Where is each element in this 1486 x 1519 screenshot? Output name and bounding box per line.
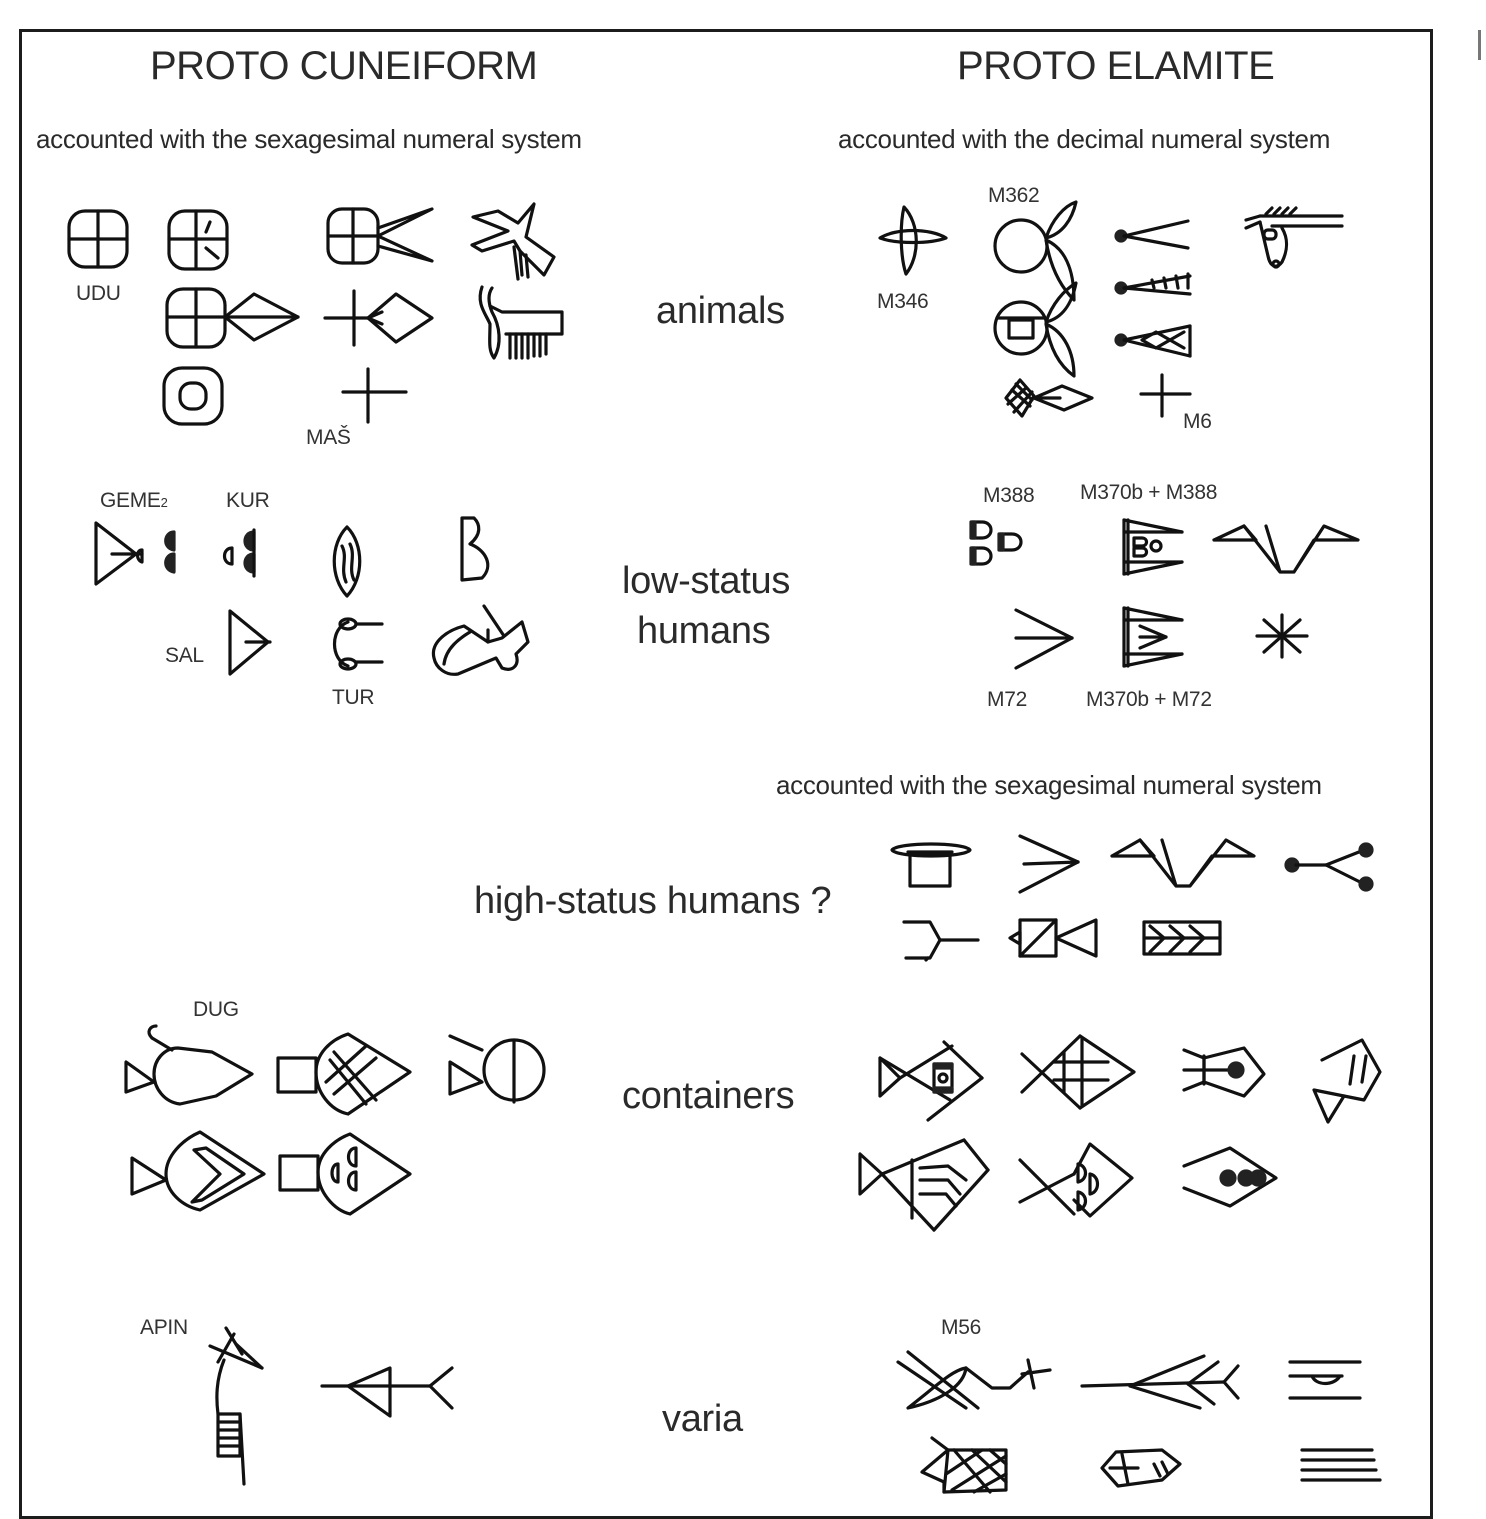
triangle-tail-container-sign-icon — [1312, 1038, 1382, 1124]
geme2-sign-icon — [94, 521, 176, 586]
fish-container-grid-sign-icon — [1020, 1034, 1136, 1110]
fork-line-sign-icon — [902, 920, 980, 962]
container-three-dots-sign-icon — [1182, 1146, 1278, 1208]
horse-head-sign-icon — [1244, 206, 1344, 269]
m388-sign-icon — [969, 520, 1023, 566]
fish-container-dd-sign-icon — [1018, 1142, 1134, 1218]
proto-elamite-title: PROTO ELAMITE — [957, 44, 1275, 88]
udu-sign-icon — [67, 209, 129, 269]
hat-sign-icon — [890, 842, 972, 888]
category-low-status-line2: humans — [637, 610, 771, 652]
chevron-box-sign-icon — [1142, 920, 1222, 956]
proto-cuneiform-title: PROTO CUNEIFORM — [150, 44, 538, 88]
category-animals: animals — [656, 290, 785, 332]
category-varia: varia — [662, 1398, 743, 1440]
branch-arrow-sign-icon — [1080, 1354, 1240, 1410]
fish-container-hourglass-sign-icon — [878, 1040, 984, 1122]
category-low-status-line1: low-status — [622, 560, 791, 602]
tur-sign-icon — [333, 617, 384, 671]
cross-diamond-sign-icon — [323, 289, 434, 347]
label-m346: M346 — [877, 290, 929, 313]
fish-container-steps-sign-icon — [858, 1138, 990, 1232]
m346-sign-icon — [878, 205, 948, 276]
cropped-caption-fragment — [1478, 30, 1486, 60]
sal-sign-icon — [228, 609, 272, 676]
branch-dots-sign-icon — [1284, 842, 1374, 892]
label-tur: TUR — [332, 686, 375, 709]
label-dug: DUG — [193, 998, 239, 1021]
label-geme2: GEME2 — [100, 489, 168, 513]
m362-variant-sign-icon — [993, 281, 1078, 378]
label-kur: KUR — [226, 489, 270, 512]
m362-sign-icon — [993, 200, 1078, 302]
container-chevron-sign-icon — [130, 1130, 266, 1212]
lines-bowl-sign-icon — [1288, 1360, 1362, 1400]
net-box-sign-icon — [920, 1436, 1008, 1494]
vulva-oval-sign-icon — [332, 525, 362, 598]
category-containers: containers — [622, 1075, 795, 1117]
label-m56: M56 — [941, 1316, 981, 1339]
elamite-subtitle: accounted with the decimal numeral syste… — [838, 124, 1331, 154]
net-diamond-sign-icon — [1004, 378, 1094, 418]
m6-sign-icon — [1139, 373, 1192, 418]
m370b-m388-sign-icon — [1122, 518, 1184, 576]
label-udu: UDU — [76, 282, 121, 305]
label-m72: M72 — [987, 688, 1027, 711]
container-grid-sign-icon — [276, 1032, 412, 1116]
label-geme-text: GEME — [100, 489, 161, 512]
zigzag-bird-sign-icon — [1212, 524, 1360, 574]
m370b-m72-sign-icon — [1122, 606, 1184, 668]
dug-sign-icon — [124, 1024, 254, 1106]
udu-variant-sign-icon — [167, 209, 229, 271]
label-mas: MAŠ — [306, 426, 351, 449]
bowtie-box-sign-icon — [1008, 918, 1098, 958]
pointed-tail-sign-icon — [1114, 219, 1190, 250]
bundled-figure-sign-icon — [431, 604, 530, 676]
fish-container-dot-sign-icon — [1182, 1046, 1266, 1098]
label-m370b-m388: M370b + M388 — [1080, 481, 1218, 504]
category-high-status: high-status humans ? — [474, 880, 832, 922]
udu-diamond-sign-icon — [165, 287, 300, 349]
bird-sign-icon — [470, 202, 556, 281]
kur-sign-icon — [222, 528, 256, 578]
net-tail-sign-icon — [1114, 324, 1192, 358]
label-m6: M6 — [1183, 410, 1212, 433]
arrow-triangle-sign-icon — [320, 1366, 454, 1418]
hexagon-cross-sign-icon — [1100, 1448, 1182, 1488]
apin-plough-sign-icon — [208, 1326, 264, 1486]
label-m370b-m72: M370b + M72 — [1086, 688, 1212, 711]
m56-sign-icon — [896, 1350, 1052, 1410]
barbed-tail-sign-icon — [1114, 272, 1192, 296]
label-m388: M388 — [983, 484, 1035, 507]
comb-animal-sign-icon — [478, 285, 564, 360]
cuneiform-subtitle: accounted with the sexagesimal numeral s… — [36, 124, 582, 154]
udu-horned-sign-icon — [326, 207, 434, 265]
m72-sign-icon — [1014, 608, 1074, 670]
square-circle-sign-icon — [162, 366, 224, 426]
container-circle-sign-icon — [448, 1034, 546, 1104]
four-lines-sign-icon — [1300, 1448, 1382, 1482]
container-kur-sign-icon — [278, 1132, 412, 1216]
asterisk-sign-icon — [1255, 613, 1309, 659]
b-shape-sign-icon — [460, 516, 490, 582]
mas-sign-icon — [341, 367, 408, 424]
label-geme-subscript: 2 — [160, 495, 168, 510]
label-apin: APIN — [140, 1316, 188, 1339]
chevron-sign-icon — [1018, 834, 1080, 894]
label-m362: M362 — [988, 184, 1040, 207]
zigzag-bird-high-sign-icon — [1110, 838, 1256, 888]
high-status-subtitle: accounted with the sexagesimal numeral s… — [776, 770, 1322, 800]
label-sal: SAL — [165, 644, 204, 667]
